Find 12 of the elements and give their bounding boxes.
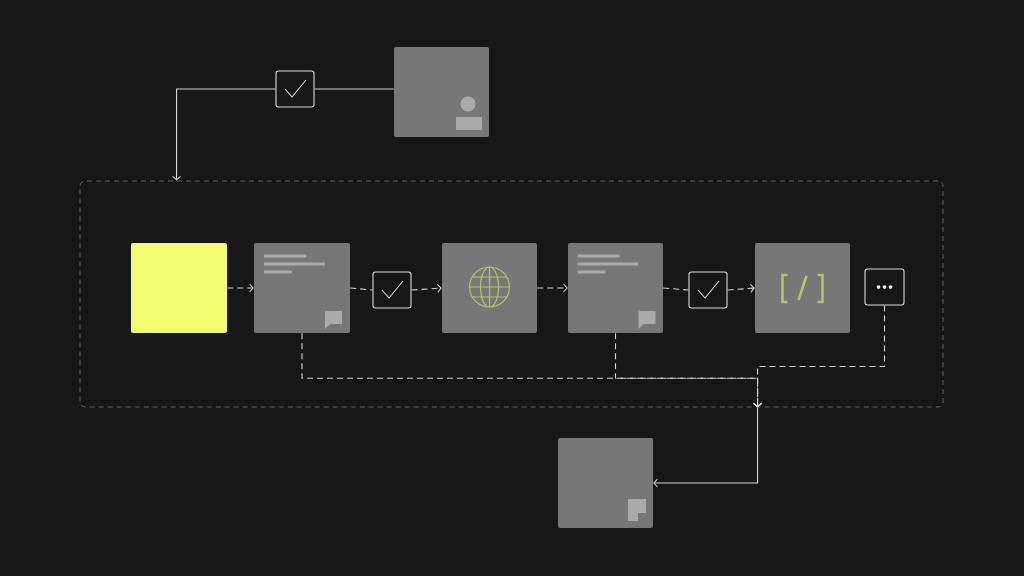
connector bbox=[753, 305, 886, 408]
connector bbox=[662, 287, 689, 291]
connector bbox=[653, 406, 759, 488]
connector bbox=[349, 287, 373, 291]
connector bbox=[226, 283, 254, 293]
connector bbox=[727, 283, 755, 293]
highlight-box bbox=[131, 243, 227, 333]
connector bbox=[411, 283, 442, 293]
dashed-container bbox=[79, 180, 944, 408]
connector bbox=[314, 88, 395, 90]
connector bbox=[172, 88, 276, 181]
connector bbox=[536, 283, 568, 293]
